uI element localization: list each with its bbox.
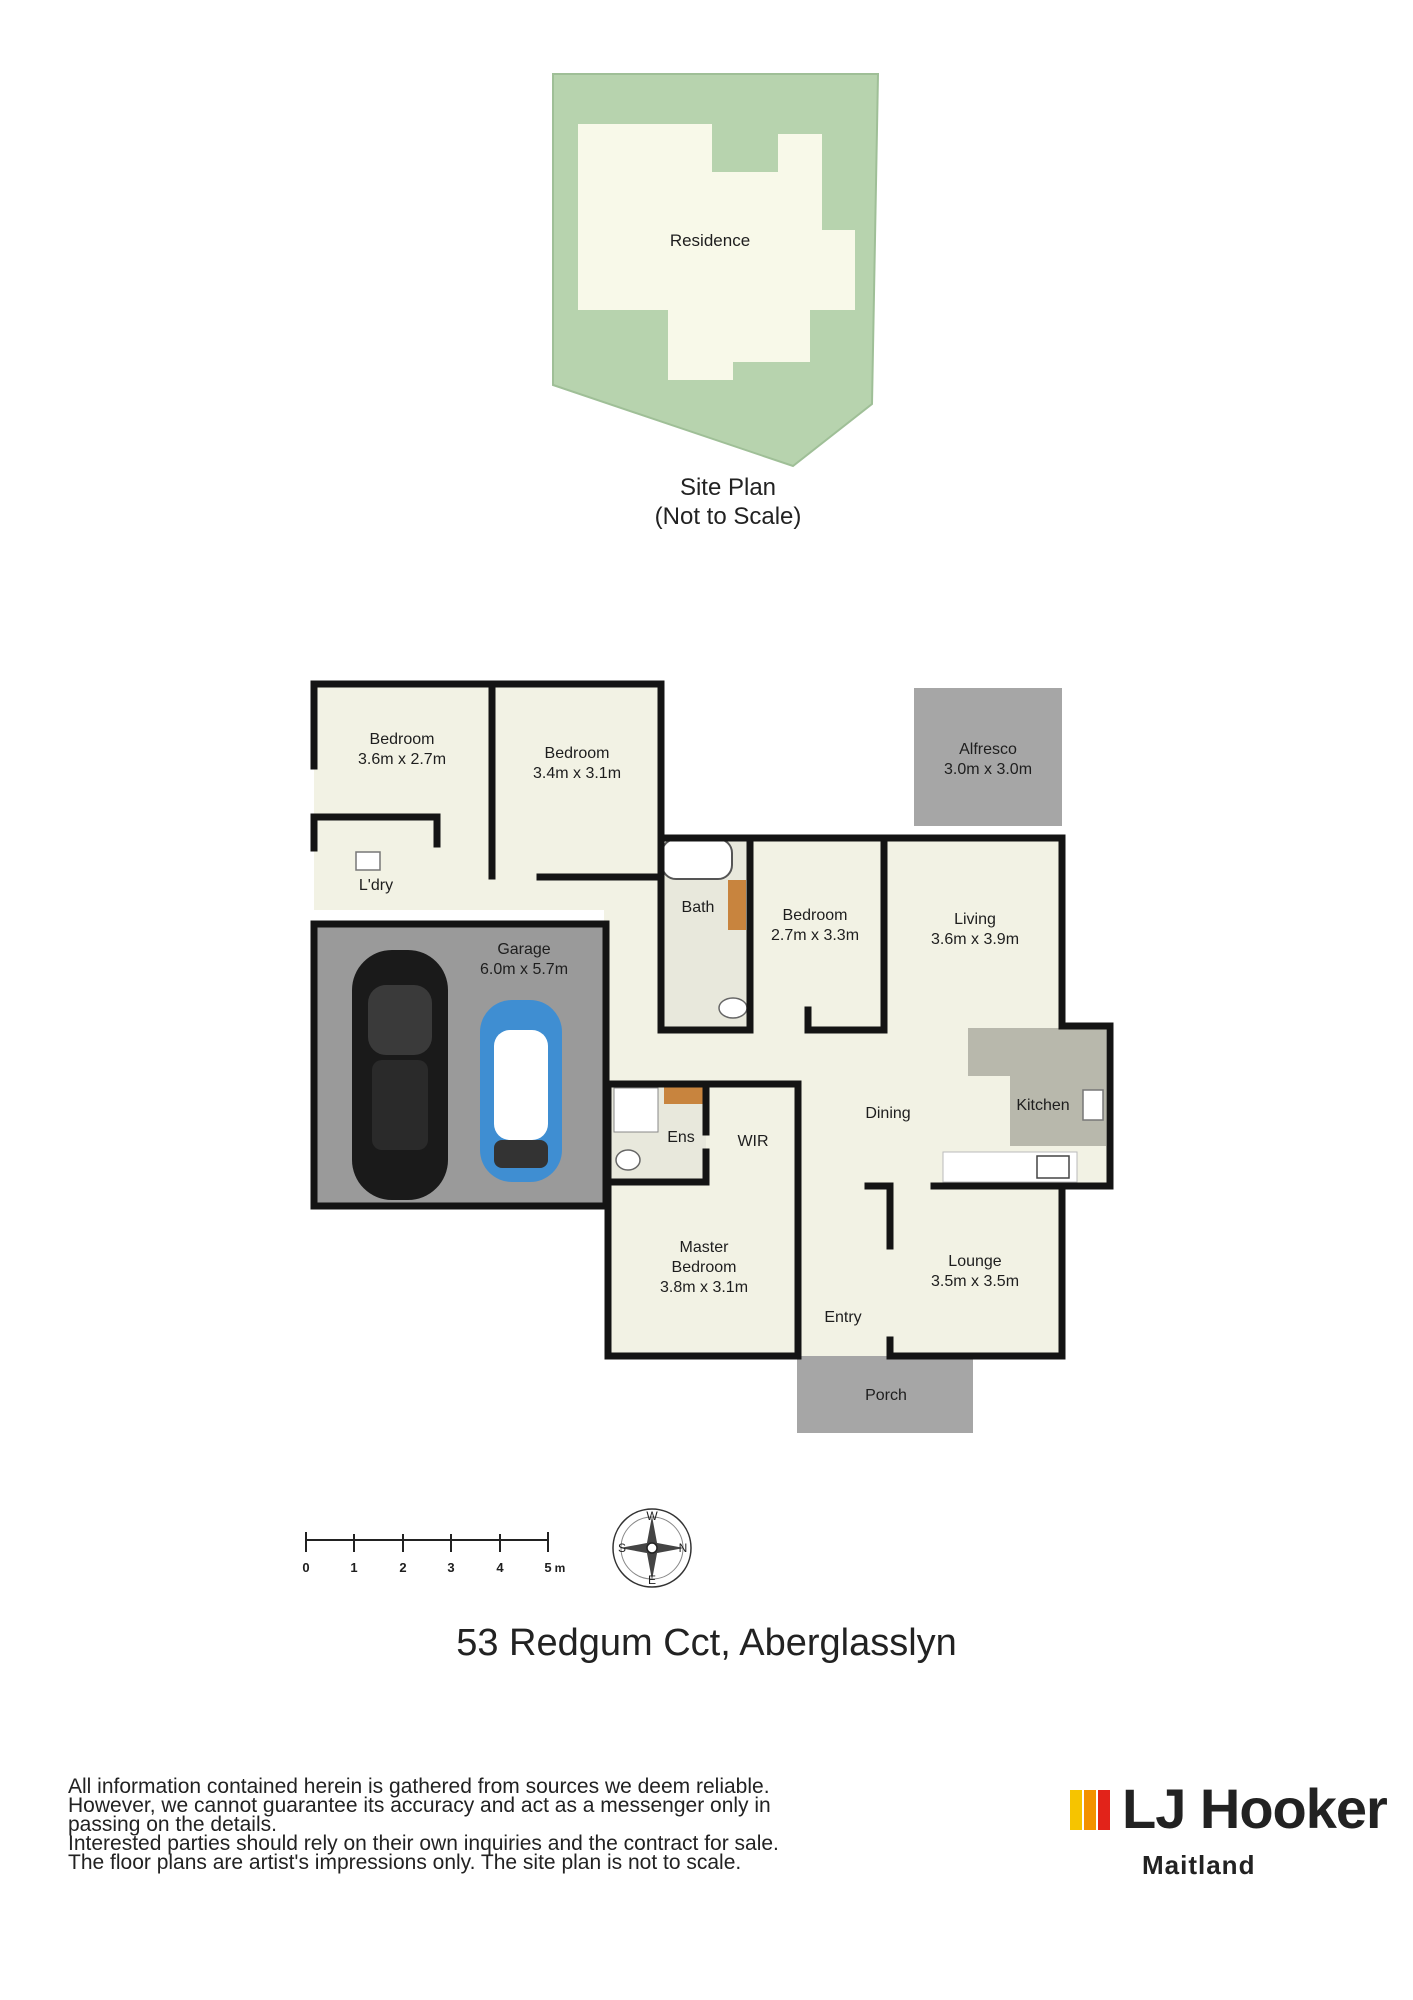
brand-mark-orange [1084,1790,1096,1830]
floor-living [884,836,1062,1032]
floor-plan: Bedroom 3.6m x 2.7m Bedroom 3.4m x 3.1m … [302,680,1114,1588]
brand-mark-red [1098,1790,1110,1830]
disclaimer: All information contained herein is gath… [68,1775,868,1874]
brand-logo: LJ Hooker Maitland [1070,1777,1388,1888]
site-plan-residence [578,124,855,380]
walls [310,680,1114,1360]
bath-toilet [718,997,748,1019]
scale-unit: m [555,1561,566,1575]
site-plan: Residence [552,73,880,468]
site-plan-caption: Site Plan (Not to Scale) [608,473,848,531]
master-label-1: Master [680,1239,730,1256]
laundry-label: L'dry [359,877,393,894]
bedroom-b-label: Bedroom [545,745,610,762]
floor-lounge [890,1186,1062,1356]
car-blue [480,1000,562,1182]
garage-label: Garage [497,941,550,958]
living-size: 3.6m x 3.9m [931,931,1019,948]
bathtub [661,838,733,880]
scale-tick-4: 4 [496,1560,504,1575]
disclaimer-line: Interested parties should rely on their … [68,1832,779,1855]
bedroom-a-size: 3.6m x 2.7m [358,751,446,768]
brand-name: LJ Hooker [1122,1777,1388,1840]
scale-tick-0: 0 [302,1560,309,1575]
master-size: 3.8m x 3.1m [660,1279,748,1296]
bedroom-c-size: 2.7m x 3.3m [771,927,859,944]
car-black [352,950,448,1200]
scale-tick-3: 3 [447,1560,454,1575]
compass-south: S [618,1541,626,1555]
ensuite-label: Ens [667,1129,695,1146]
alfresco-area [914,688,1062,826]
porch-area [797,1356,973,1433]
property-address: 53 Redgum Cct, Aberglasslyn [456,1622,957,1664]
bath-vanity [728,880,746,930]
floor-entry [798,1186,890,1356]
ensuite-shower [613,1087,659,1133]
disclaimer-line: The floor plans are artist's impressions… [68,1851,742,1874]
kitchen-sink [1082,1089,1104,1121]
cooktop [1036,1155,1070,1179]
bath-label: Bath [682,899,715,916]
floor-wir [706,1084,798,1182]
scale-bar: 0 1 2 3 4 5 m [302,1532,565,1575]
disclaimer-line: passing on the details. [68,1813,277,1836]
scale-tick-5: 5 [544,1560,551,1575]
kitchen-label: Kitchen [1016,1097,1069,1114]
brand-office: Maitland [1142,1850,1256,1880]
site-plan-caption-line2: (Not to Scale) [654,503,802,530]
bedroom-b-size: 3.4m x 3.1m [533,765,621,782]
porch-label: Porch [865,1387,907,1404]
site-plan-residence-label: Residence [670,231,750,250]
ensuite-toilet [615,1149,641,1171]
floor-hall-2 [604,876,664,1036]
alfresco-size: 3.0m x 3.0m [944,761,1032,778]
lounge-label: Lounge [948,1253,1001,1270]
laundry-tub [355,851,381,871]
floor-master [608,1182,798,1356]
compass-icon: W E S N [612,1508,692,1588]
bedroom-a-label: Bedroom [370,731,435,748]
scale-tick-2: 2 [399,1560,406,1575]
dining-label: Dining [865,1105,910,1122]
disclaimer-line: All information contained herein is gath… [68,1775,770,1798]
compass-north: N [679,1541,688,1555]
site-plan-caption-line1: Site Plan [679,474,777,501]
wir-label: WIR [737,1133,768,1150]
disclaimer-line: However, we cannot guarantee its accurac… [68,1794,771,1817]
entry-label: Entry [824,1309,861,1326]
master-label-2: Bedroom [672,1259,737,1276]
compass-west: W [646,1509,658,1523]
ensuite-vanity [664,1086,706,1104]
floor-bedroom-c [750,838,884,1028]
alfresco-label: Alfresco [959,741,1017,758]
lounge-size: 3.5m x 3.5m [931,1273,1019,1290]
garage-size: 6.0m x 5.7m [480,961,568,978]
kitchen-island [968,1028,1106,1146]
living-label: Living [954,911,996,928]
brand-mark-yellow [1070,1790,1082,1830]
compass-east: E [648,1573,656,1587]
scale-tick-1: 1 [350,1560,357,1575]
bedroom-c-label: Bedroom [783,907,848,924]
